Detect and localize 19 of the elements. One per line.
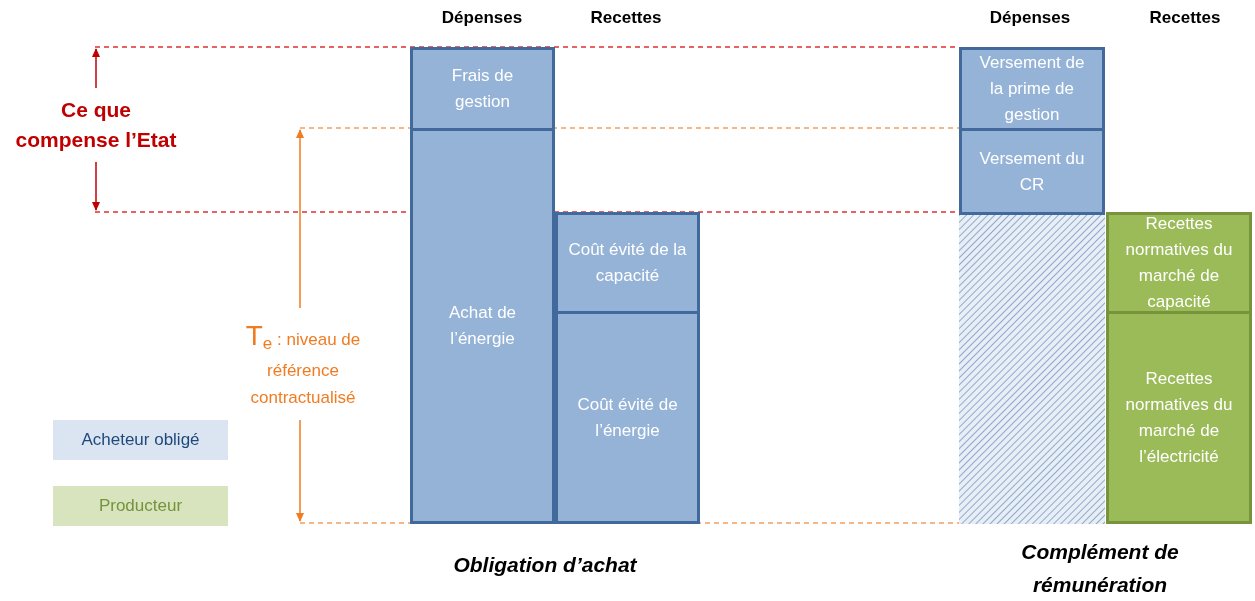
cost-block: Versement du CR [959, 128, 1105, 215]
column-header: Recettes [589, 8, 663, 28]
cost-block: Coût évité de l’énergie [555, 311, 700, 524]
column-header: Recettes [1148, 8, 1222, 28]
dimension-label: T$_{e}$ : niveau de référence contractualisé [244, 322, 362, 410]
diagram-caption: Obligation d’achat [452, 553, 638, 577]
diagram-caption: Complément de rémunération [1020, 539, 1180, 598]
revenue-block: Recettes normatives du marché de capacité [1106, 212, 1252, 314]
hatched-block [959, 213, 1105, 524]
cost-block: Versement de la prime de gestion [959, 47, 1105, 131]
column-header: Dépenses [988, 8, 1072, 28]
revenue-block: Recettes normatives du marché de l’électricité [1106, 311, 1252, 524]
cost-block: Achat de l’énergie [410, 128, 555, 524]
cost-block: Frais de gestion [410, 47, 555, 131]
legend-label: Producteur [98, 496, 183, 516]
legend-label: Acheteur obligé [81, 430, 200, 450]
column-header: Dépenses [440, 8, 524, 28]
dimension-label: Ce que compense l’Etat [14, 97, 178, 153]
cost-block: Coût évité de la capacité [555, 212, 700, 314]
